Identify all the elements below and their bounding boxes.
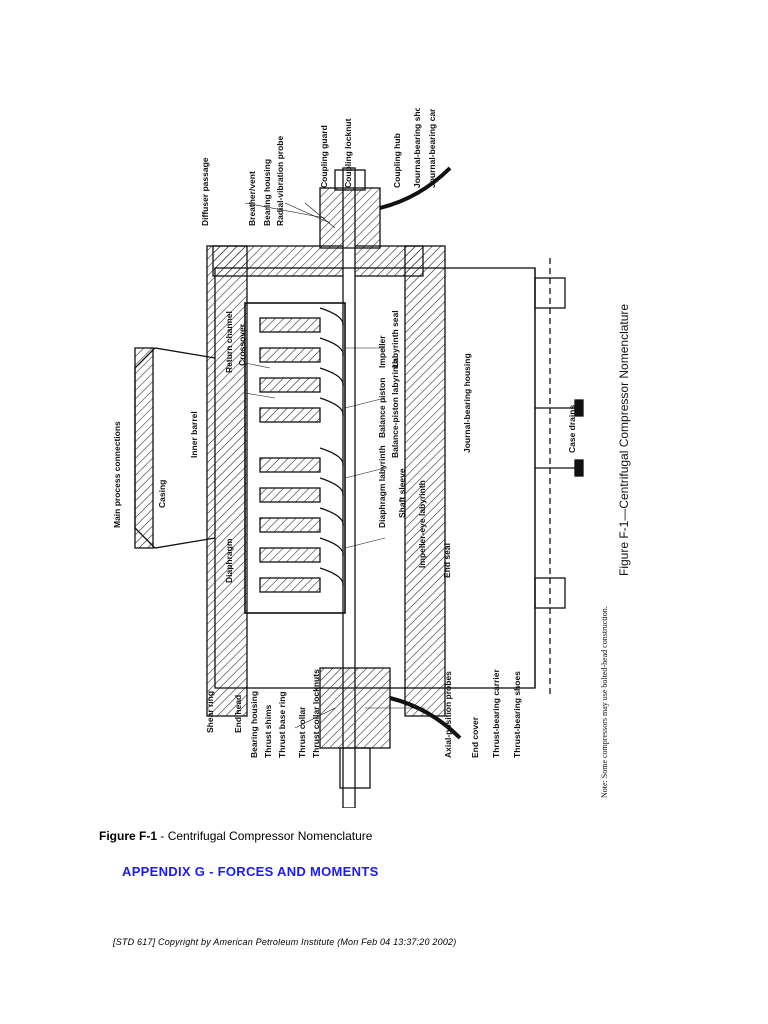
label-impeller-eye-labyrinth: Impeller-eye labyrinth [417,480,427,568]
label-impeller: Impeller [377,335,387,368]
label-coupling-locknut: Coupling locknut [343,118,353,188]
label-labyrinth-seal: Labyrinth seal [390,310,400,368]
label-thrust-collar: Thrust collar [297,706,307,758]
label-balance-piston-labyrinth: Balance-piston labyrinth [390,359,400,458]
label-end-head: End head [233,695,243,733]
figure-caption-label: Figure F-1 [99,829,158,843]
appendix-heading: APPENDIX G - FORCES AND MOMENTS [122,864,379,879]
label-axial-position-probes: Axial-position probes [443,671,453,758]
label-diaphragm-labyrinth: Diaphragm labyrinth [377,445,387,528]
label-bearing-housing-bottom: Bearing housing [249,691,259,758]
label-crossover: Crossover [237,323,247,366]
label-shear-ring: Shear ring [205,691,215,733]
label-thrust-shims: Thrust shims [263,704,273,758]
copyright-footer: [STD 617] Copyright by American Petroleu… [113,937,457,947]
label-journal-bearing-housing: Journal-bearing housing [462,353,472,453]
label-casing: Casing [157,480,167,508]
compressor-cross-section [134,166,584,808]
figure-labels: Diffuser passage Breather/vent Bearing h… [112,108,631,798]
label-end-seal: End seal [442,543,452,578]
label-thrust-collar-locknuts: Thrust collar locknuts [311,669,321,758]
figure-caption: Figure F-1 - Centrifugal Compressor Nome… [99,829,372,843]
label-diffuser-passage: Diffuser passage [200,157,210,226]
label-journal-bearing-shoes: Journal-bearing shoes [412,108,422,188]
label-coupling-guard: Coupling guard [319,125,329,188]
figure-caption-separator: - [157,829,168,843]
leader-lines [244,202,425,729]
label-end-cover: End cover [470,716,480,758]
label-shaft-sleeve: Shaft sleeve [397,468,407,518]
label-balance-piston: Balance piston [377,378,387,438]
label-main-process-connections: Main process connections [112,421,122,528]
rotated-figure-caption: Figure F-1—Centrifugal Compressor Nomenc… [617,304,631,576]
label-diaphragm: Diaphragm [224,538,234,583]
label-breather-vent: Breather/vent [247,171,257,226]
label-radial-vibration-probe: Radial-vibration probe [275,136,285,226]
label-inner-barrel: Inner barrel [189,411,199,458]
label-coupling-hub: Coupling hub [392,133,402,188]
label-thrust-base-ring: Thrust base ring [277,691,287,758]
label-journal-bearing-carrier: Journal-bearing carrier [427,108,437,188]
label-bearing-housing-top: Bearing housing [262,159,272,226]
figure-note: Note: Some compressors may use bolted-he… [600,606,609,798]
label-thrust-bearing-shoes: Thrust-bearing shoes [512,671,522,758]
label-return-channel: Return channel [224,311,234,373]
label-thrust-bearing-carrier: Thrust-bearing carrier [491,669,501,758]
compressor-figure: Diffuser passage Breather/vent Bearing h… [95,108,655,808]
label-case-drains: Case drains [567,405,577,453]
figure-caption-text: Centrifugal Compressor Nomenclature [167,829,373,843]
